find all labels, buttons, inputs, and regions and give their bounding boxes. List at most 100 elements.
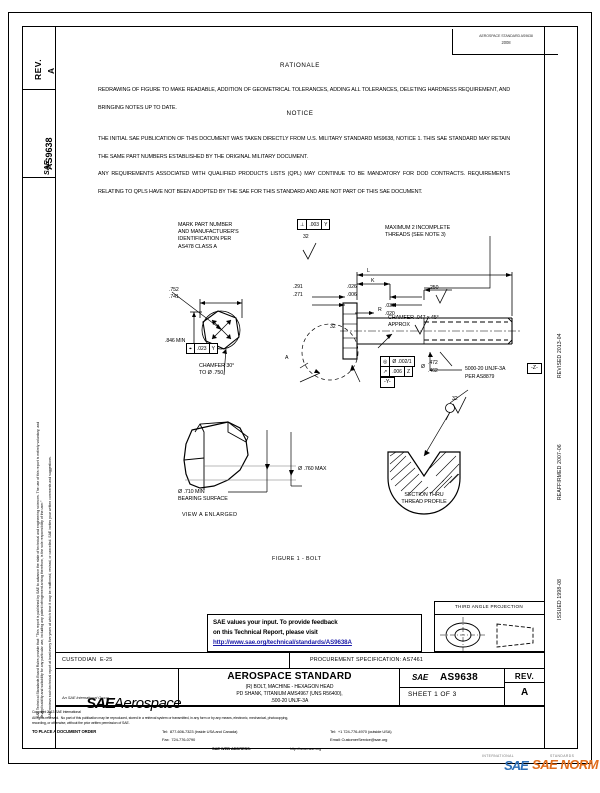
- sae-international-tagline: An SAE International Group: [62, 695, 109, 700]
- thread-spec-label: 5000-20 UNJF-3A: [465, 366, 506, 372]
- issued-date: ISSUED 1998-08: [557, 578, 563, 620]
- aerospace-logo-text: Aerospace: [113, 695, 182, 712]
- title-block-number: AS9638: [440, 672, 478, 683]
- revision-column: [22, 26, 56, 749]
- watermark-sae-text: SAE: [504, 758, 529, 773]
- perpendicularity-symbol: ⊥: [298, 220, 308, 229]
- tel-usa: Tel: 877-606-7323 (inside USA and Canada…: [162, 729, 238, 734]
- revised-date: REVISED 2013-04: [557, 333, 563, 378]
- title-block-bottom-rule: [56, 705, 544, 707]
- drawing-sheet: REV. A AS9638 SAE AEROSPACE STANDARD AS9…: [8, 12, 599, 773]
- sheet-inner-frame: [22, 26, 578, 749]
- datum-y-label: -Y-: [380, 377, 395, 388]
- revision-box: [22, 26, 56, 90]
- chamfer-approx-note-text: CHAMFER .047 x 45° APPROX: [388, 315, 439, 329]
- tel-intl: Tel: +1 724-776-4970 (outside USA): [330, 729, 392, 734]
- dim-shank-dia-symbol: Ø: [421, 364, 425, 370]
- dim-shank-dia-min: .462: [428, 368, 438, 374]
- projection-title: THIRD ANGLE PROJECTION: [454, 604, 524, 609]
- gdt-perpendicularity-frame: ⊥ .003 Y: [297, 219, 331, 230]
- dim-fillet-lower: .006: [347, 292, 357, 298]
- notice-paragraph-1: THE INITIAL SAE PUBLICATION OF THIS DOCU…: [98, 127, 510, 163]
- view-a-caption: VIEW A ENLARGED: [182, 512, 238, 518]
- feedback-link[interactable]: http://www.sae.org/technical/standards/A…: [213, 639, 352, 646]
- figure-caption: FIGURE 1 - BOLT: [272, 556, 322, 562]
- position-symbol: ⌖: [187, 344, 195, 353]
- order-label: TO PLACE A DOCUMENT ORDER: [32, 729, 97, 734]
- surface-finish-32-shank: 32: [330, 324, 336, 330]
- sae-norm-watermark: SAE SAE NORM INTERNATIONAL STANDARDS: [478, 735, 599, 773]
- position-datum: Y: [211, 345, 215, 352]
- custodian-row: [56, 652, 544, 669]
- part-description-line-3: .500-20 UNJF-3A: [270, 698, 309, 704]
- date-box-line2: 2008: [501, 40, 511, 45]
- bearing-surface-note: Ø .710 MIN BEARING SURFACE: [178, 489, 228, 503]
- watermark-norm-text: SAE NORM: [532, 757, 599, 772]
- copyright-line-1: Copyright 2013 SAE International: [32, 710, 81, 714]
- perpendicularity-tolerance: .003: [307, 220, 323, 229]
- concentricity-tolerance: Ø .002/1: [392, 358, 412, 365]
- gdt-runout-frame: ↗ .006 Z: [380, 366, 413, 377]
- right-column: [544, 26, 578, 749]
- mark-part-number-note-text: MARK PART NUMBER AND MANUFACTURER'S IDEN…: [178, 222, 239, 250]
- custodian-label: CUSTODIAN E-25: [62, 657, 113, 663]
- notice-paragraph-1-text: THE INITIAL SAE PUBLICATION OF THIS DOCU…: [98, 136, 510, 160]
- feedback-line-2: on this Technical Report, please visit: [213, 629, 318, 636]
- rationale-body-text: REDRAWING OF FIGURE TO MAKE READABLE, AD…: [98, 87, 510, 111]
- runout-datum: Z: [406, 368, 410, 375]
- document-number-box: [22, 90, 56, 178]
- gdt-position-frame: ⌖ .023 Y: [186, 343, 218, 354]
- watermark-sub-left: INTERNATIONAL: [482, 754, 515, 758]
- section-caption-text: SECTION THRU THREAD PROFILE: [401, 492, 447, 506]
- web-address-url[interactable]: http://www.sae.org: [290, 746, 322, 751]
- mark-part-number-note: MARK PART NUMBER AND MANUFACTURER'S IDEN…: [178, 222, 239, 251]
- procurement-spec-label: PROCUREMENT SPECIFICATION: AS7461: [310, 657, 424, 663]
- standard-title: AEROSPACE STANDARD: [227, 671, 352, 682]
- position-tolerance: .023: [195, 344, 210, 353]
- dim-k-lower: .271: [293, 292, 303, 298]
- runout-symbol: ↗: [381, 367, 391, 376]
- dim-length-l: L: [367, 268, 370, 274]
- bearing-dia-max: Ø .760 MAX: [298, 466, 327, 472]
- runout-tolerance: .006: [390, 367, 405, 376]
- side-note-rules: SAE Technical Standards Board Rules prov…: [36, 421, 45, 718]
- bearing-surface-note-text: Ø .710 MIN BEARING SURFACE: [178, 489, 228, 503]
- title-block-number-divider: [400, 687, 505, 689]
- title-block-rev-divider: [505, 682, 544, 684]
- feedback-line-1: SAE values your input. To provide feedba…: [213, 619, 338, 626]
- dim-head-height: .846 MIN: [165, 338, 186, 344]
- dim-across-flats-max: .752: [169, 287, 179, 293]
- copyright-line-2: All rights reserved. No part of this pub…: [32, 716, 289, 720]
- date-box-line1: AEROSPACE STANDARD AS9638: [479, 34, 533, 38]
- dim-radius-upper: .030: [385, 303, 395, 309]
- watermark-sub-right: STANDARDS: [550, 754, 575, 758]
- title-block-rev-cell: REV. A: [505, 669, 544, 705]
- section-caption: SECTION THRU THREAD PROFILE: [374, 492, 474, 506]
- dim-across-flats-min: .741: [169, 294, 179, 300]
- sheet-count: SHEET 1 OF 3: [408, 691, 457, 698]
- notice-paragraph-2-text: ANY REQUIREMENTS ASSOCIATED WITH QUALIFI…: [98, 171, 510, 195]
- dim-fillet-upper: .026: [347, 284, 357, 290]
- incomplete-threads-note: MAXIMUM 2 INCOMPLETE THREADS (SEE NOTE 3…: [385, 225, 450, 239]
- incomplete-threads-note-text: MAXIMUM 2 INCOMPLETE THREADS (SEE NOTE 3…: [385, 225, 451, 239]
- dim-radius-lower: .020: [385, 311, 395, 317]
- detail-callout-a: A: [285, 355, 289, 361]
- dim-k-upper: .291: [293, 284, 303, 290]
- perpendicularity-datum: Y: [324, 221, 328, 228]
- engineering-drawing-geometry: [171, 236, 534, 653]
- notice-heading: NOTICE: [286, 110, 314, 117]
- standard-date-box: AEROSPACE STANDARD AS9638 2008: [452, 29, 558, 55]
- title-block-rev-value: A: [520, 687, 529, 698]
- third-angle-projection-box: [434, 601, 544, 652]
- dim-length-k: K: [371, 278, 375, 284]
- rationale-heading: RATIONALE: [279, 62, 320, 69]
- title-block-title-cell: AEROSPACE STANDARD (R) BOLT, MACHINE - H…: [179, 669, 400, 705]
- title-block-rev-label: REV.: [514, 672, 535, 681]
- copyright-line-3: recording, or otherwise, without the pri…: [32, 721, 130, 725]
- reaffirmed-date: REAFFIRMED 2007-06: [557, 444, 563, 500]
- custodian-divider: [289, 652, 291, 669]
- concentricity-symbol: ◎: [381, 357, 391, 366]
- feedback-box[interactable]: SAE values your input. To provide feedba…: [207, 614, 422, 652]
- part-description-line-2: PD SHANK, TITANIUM AMS4967 (UNS R56400),: [236, 691, 343, 697]
- notice-paragraph-2: ANY REQUIREMENTS ASSOCIATED WITH QUALIFI…: [98, 162, 510, 198]
